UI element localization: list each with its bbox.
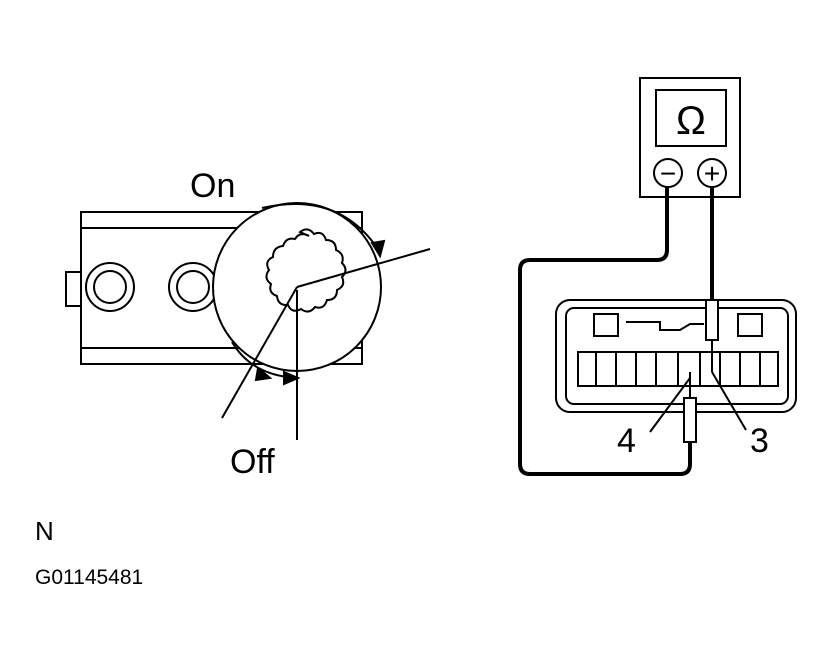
switch-boss-2-inner xyxy=(176,270,210,304)
positive-probe xyxy=(705,299,719,341)
on-arrow-arc xyxy=(261,202,381,253)
terminal-4-leader xyxy=(649,377,691,433)
off-arrow-head xyxy=(283,370,301,386)
probes xyxy=(683,299,719,443)
terminal-leaders xyxy=(649,371,747,433)
test-leads xyxy=(518,187,714,476)
switch-boss-1-inner xyxy=(93,270,127,304)
off-arrow-tick xyxy=(254,366,273,382)
off-pointer-line xyxy=(221,286,298,419)
connector-key xyxy=(626,321,704,331)
plus-symbol: + xyxy=(704,158,720,189)
off-label: Off xyxy=(230,443,275,481)
on-pointer-line xyxy=(296,248,431,288)
negative-probe xyxy=(683,397,697,443)
on-label: On xyxy=(190,167,235,205)
switch-left-tab xyxy=(65,271,82,307)
ohmmeter-display xyxy=(655,89,727,147)
ohmmeter xyxy=(639,77,741,198)
ohm-symbol: Ω xyxy=(676,99,706,143)
connector-inner xyxy=(565,307,789,405)
connector-latch-left xyxy=(593,313,619,337)
view-letter: N xyxy=(35,516,54,546)
connector-latch-right xyxy=(737,313,763,337)
minus-symbol: − xyxy=(660,158,676,189)
negative-lead-wire xyxy=(518,187,692,476)
terminal-4-label: 4 xyxy=(617,422,636,460)
terminal-3-leader xyxy=(711,371,747,431)
connector xyxy=(555,299,797,413)
switch-boss-1 xyxy=(85,262,135,312)
on-arrow-head xyxy=(370,239,386,259)
figure-code: G01145481 xyxy=(35,566,143,589)
terminal-3-label: 3 xyxy=(750,422,769,460)
scalloped-knob xyxy=(265,228,347,313)
rotary-switch xyxy=(65,202,431,440)
